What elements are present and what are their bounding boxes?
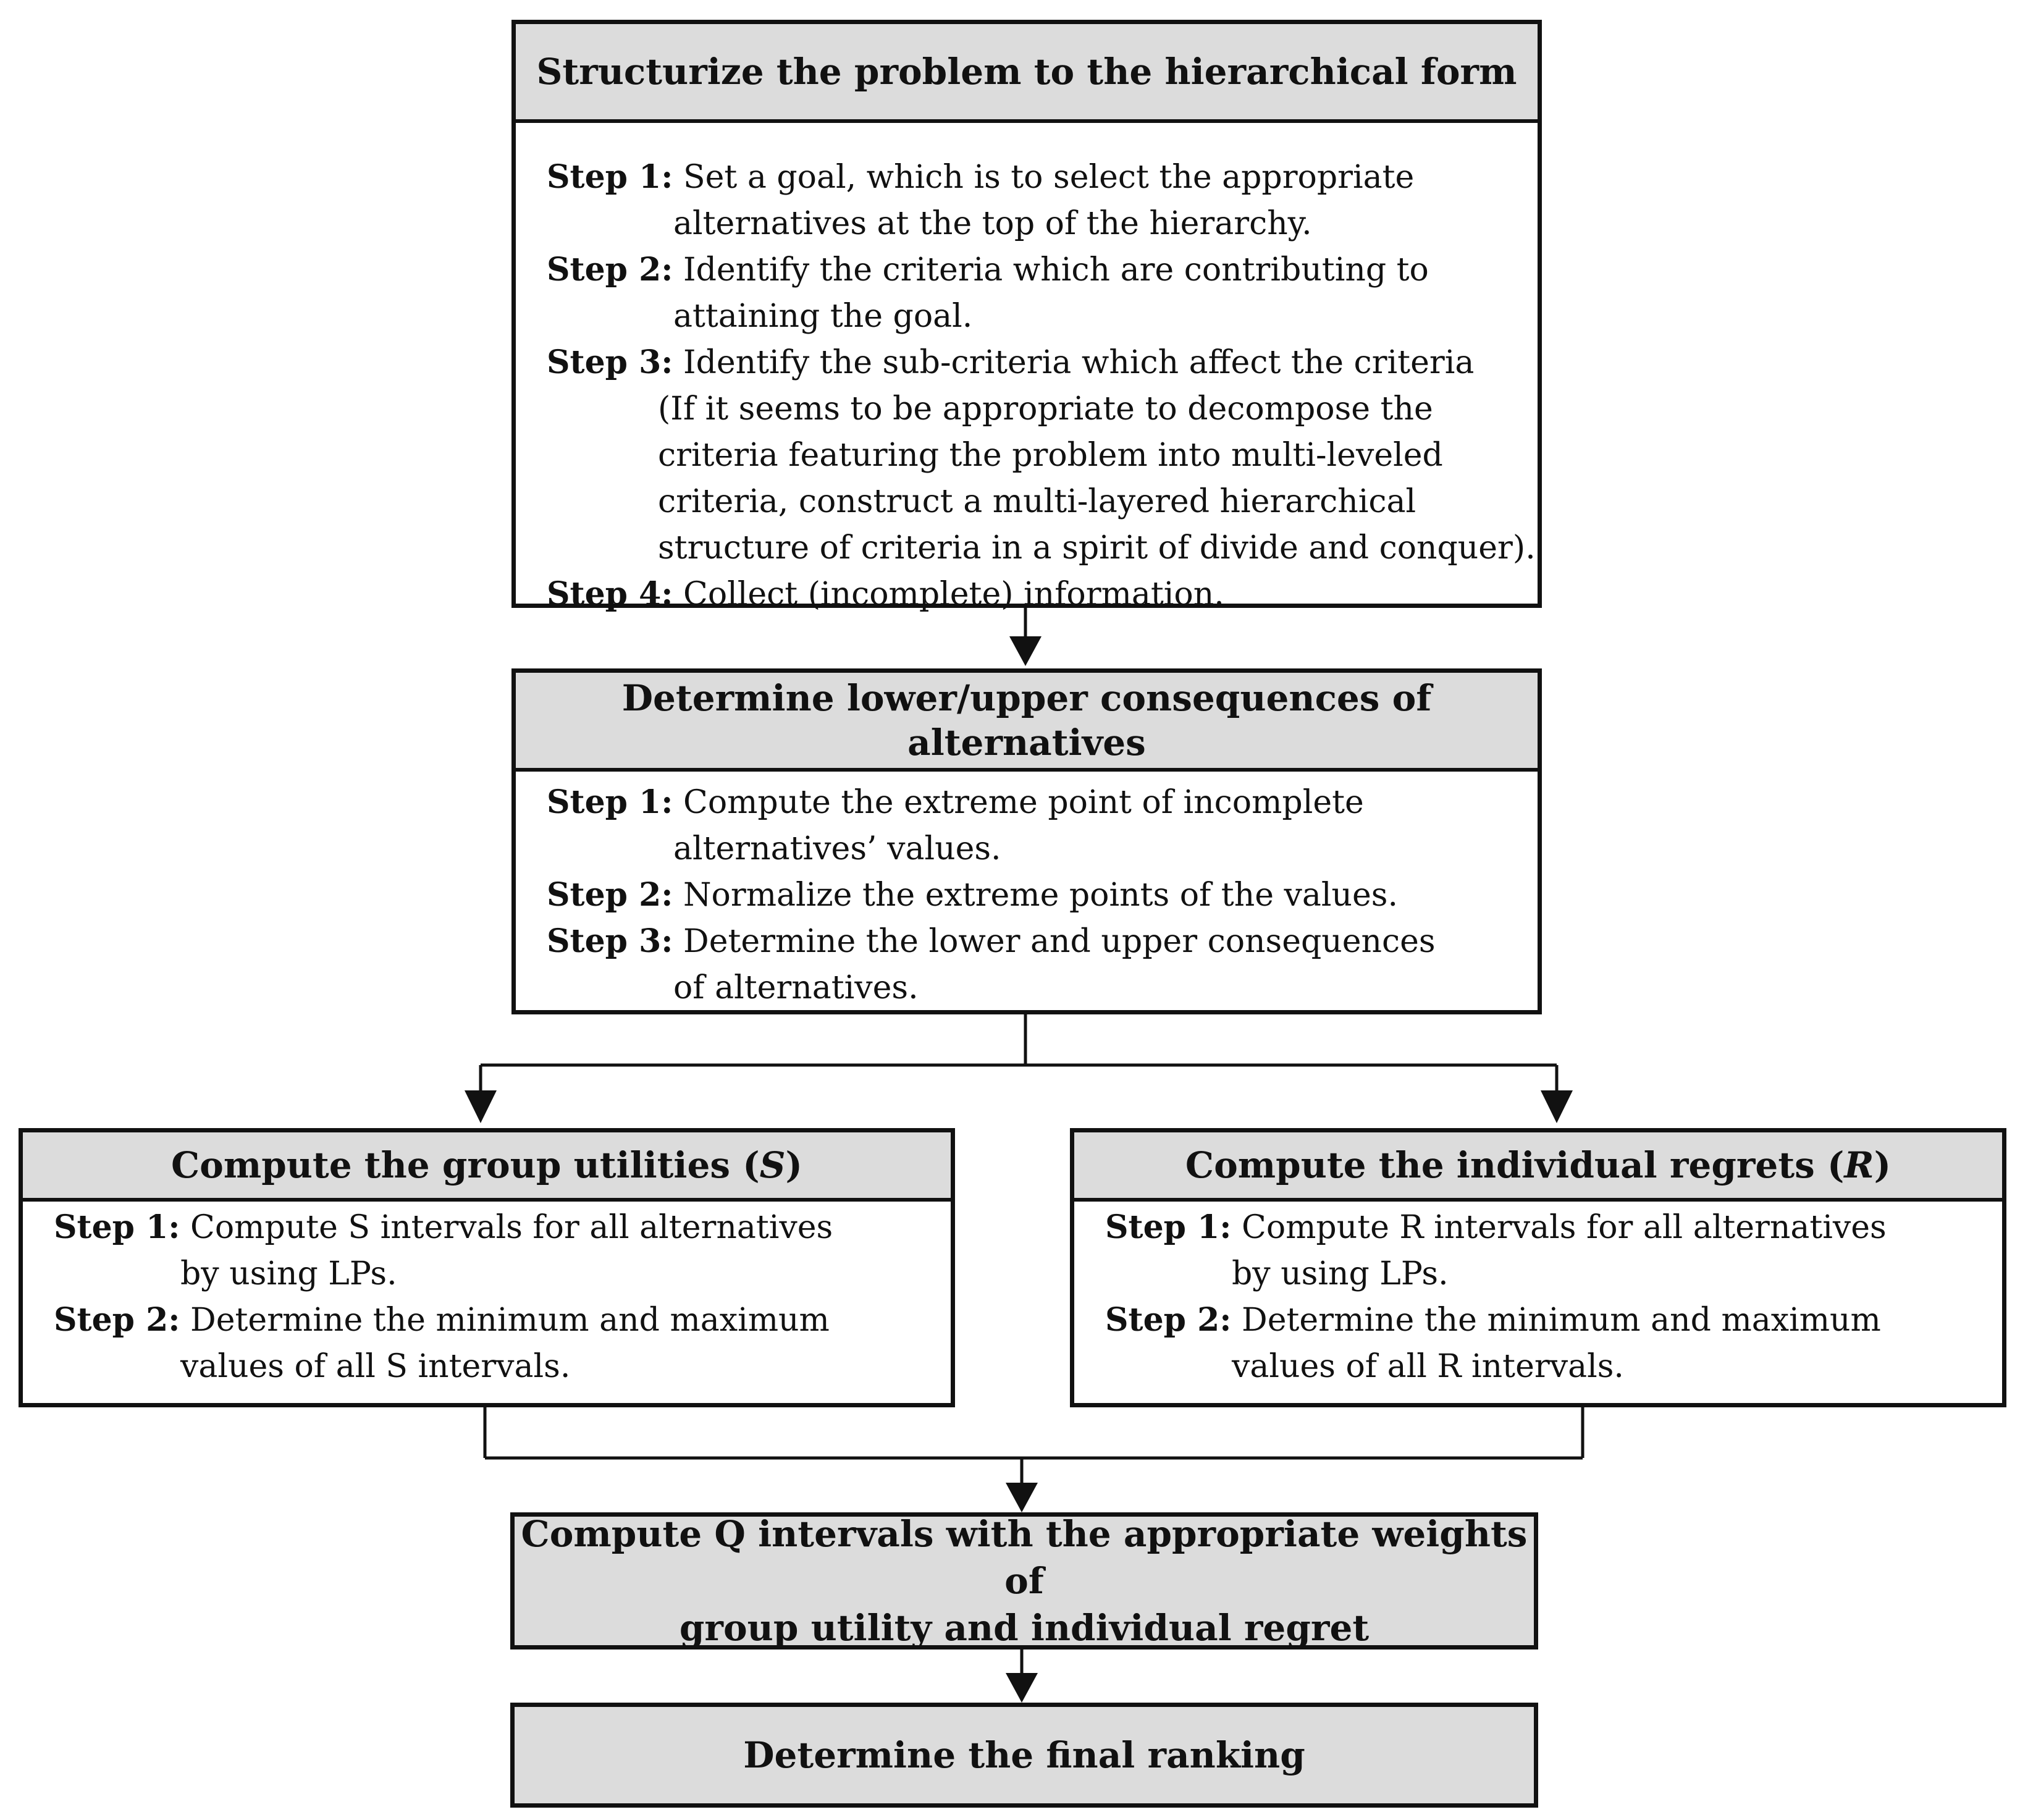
step-text-continued: structure of criteria in a spirit of div…	[658, 529, 1536, 567]
step-text-continued: criteria featuring the problem into mult…	[658, 437, 1443, 474]
step-label: Step 1:	[547, 783, 673, 821]
step-text: Set a goal, which is to select the appro…	[683, 159, 1415, 196]
individual-regrets-box: Compute the individual regrets (R) Step …	[1070, 1128, 2006, 1407]
step-text-continued: alternatives at the top of the hierarchy…	[673, 205, 1312, 242]
step-text: Compute R intervals for all alternatives	[1242, 1209, 1887, 1246]
step-text-continued: alternatives’ values.	[673, 830, 1001, 867]
step-label: Step 3:	[547, 343, 673, 381]
individual-regrets-header: Compute the individual regrets (R)	[1074, 1132, 2002, 1202]
final-ranking-box: Determine the final ranking	[510, 1703, 1538, 1808]
group-utilities-header: Compute the group utilities (S)	[23, 1132, 951, 1202]
consequences-title: Determine lower/upper consequences of al…	[621, 677, 1432, 764]
step-text-continued: attaining the goal.	[673, 298, 973, 335]
step-text-continued: criteria, construct a multi-layered hier…	[658, 483, 1416, 520]
group-utilities-steps: Step 1: Compute S intervals for all alte…	[23, 1202, 951, 1403]
consequences-steps: Step 1: Compute the extreme point of inc…	[516, 772, 1538, 1010]
step-label: Step 1:	[54, 1208, 180, 1246]
group-utilities-box: Compute the group utilities (S) Step 1: …	[19, 1128, 955, 1407]
individual-regrets-steps: Step 1: Compute R intervals for all alte…	[1074, 1202, 2002, 1403]
step-label: Step 3:	[547, 922, 673, 960]
step-text: Determine the lower and upper consequenc…	[683, 923, 1436, 960]
arrowhead-icon	[1006, 1483, 1038, 1512]
group-utilities-step-2: Step 2: Determine the minimum and maximu…	[54, 1297, 830, 1390]
structurize-step-2: Step 2: Identify the criteria which are …	[547, 246, 1429, 340]
step-text-continued: values of all R intervals.	[1232, 1348, 1624, 1385]
consequences-header: Determine lower/upper consequences of al…	[516, 673, 1538, 772]
structurize-title: Structurize the problem to the hierarchi…	[536, 51, 1517, 93]
consequences-step-3: Step 3: Determine the lower and upper co…	[547, 918, 1436, 1011]
step-label: Step 2:	[547, 251, 673, 289]
structurize-box: Structurize the problem to the hierarchi…	[511, 20, 1542, 613]
step-text: Collect (incomplete) information.	[683, 576, 1224, 613]
group-utilities-title: Compute the group utilities (S)	[170, 1144, 802, 1186]
arrowhead-icon	[1009, 636, 1042, 666]
step-label: Step 2:	[54, 1301, 180, 1339]
arrowhead-icon	[1541, 1090, 1573, 1123]
individual-regrets-title: Compute the individual regrets (R)	[1185, 1144, 1892, 1186]
structurize-header: Structurize the problem to the hierarchi…	[516, 24, 1538, 123]
consequences-box: Determine lower/upper consequences of al…	[511, 668, 1542, 1014]
group-utilities-step-1: Step 1: Compute S intervals for all alte…	[54, 1204, 833, 1297]
q-intervals-title: Compute Q intervals with the appropriate…	[515, 1510, 1534, 1651]
q-intervals-title-line2: group utility and individual regret	[679, 1607, 1370, 1649]
step-label: Step 1:	[1105, 1208, 1232, 1246]
structurize-step-4: Step 4: Collect (incomplete) information…	[547, 571, 1224, 618]
step-text: Compute S intervals for all alternatives	[190, 1209, 833, 1246]
step-label: Step 2:	[1105, 1301, 1232, 1339]
step-text-continued: of alternatives.	[673, 969, 919, 1006]
q-intervals-box: Compute Q intervals with the appropriate…	[510, 1512, 1538, 1649]
step-text-continued: by using LPs.	[1232, 1255, 1449, 1292]
step-text: Compute the extreme point of incomplete	[683, 784, 1364, 821]
step-text-continued: (If it seems to be appropriate to decomp…	[658, 390, 1433, 428]
q-intervals-title-line1: Compute Q intervals with the appropriate…	[521, 1513, 1528, 1602]
final-ranking-header: Determine the final ranking	[515, 1707, 1534, 1803]
step-label: Step 2:	[547, 876, 673, 914]
step-text: Determine the minimum and maximum	[190, 1302, 830, 1339]
step-label: Step 4:	[547, 575, 673, 613]
individual-regrets-step-2: Step 2: Determine the minimum and maximu…	[1105, 1297, 1881, 1390]
arrowhead-icon	[465, 1090, 497, 1123]
final-ranking-title: Determine the final ranking	[743, 1734, 1305, 1776]
symbol-s: S	[759, 1144, 786, 1186]
arrowhead-icon	[1006, 1673, 1038, 1703]
step-text-continued: by using LPs.	[180, 1255, 397, 1292]
step-text: Identify the sub-criteria which affect t…	[683, 344, 1475, 381]
step-text: Identify the criteria which are contribu…	[683, 251, 1429, 289]
step-text: Normalize the extreme points of the valu…	[683, 877, 1398, 914]
structurize-step-1: Step 1: Set a goal, which is to select t…	[547, 154, 1414, 247]
q-intervals-header: Compute Q intervals with the appropriate…	[515, 1513, 1534, 1649]
individual-regrets-step-1: Step 1: Compute R intervals for all alte…	[1105, 1204, 1887, 1297]
consequences-step-1: Step 1: Compute the extreme point of inc…	[547, 779, 1364, 872]
step-text: Determine the minimum and maximum	[1242, 1302, 1881, 1339]
step-text-continued: values of all S intervals.	[180, 1348, 571, 1385]
consequences-step-2: Step 2: Normalize the extreme points of …	[547, 872, 1398, 919]
step-label: Step 1:	[547, 158, 673, 196]
symbol-r: R	[1844, 1144, 1874, 1186]
structurize-step-3: Step 3: Identify the sub-criteria which …	[547, 339, 1536, 571]
structurize-steps: Step 1: Set a goal, which is to select t…	[516, 123, 1538, 613]
